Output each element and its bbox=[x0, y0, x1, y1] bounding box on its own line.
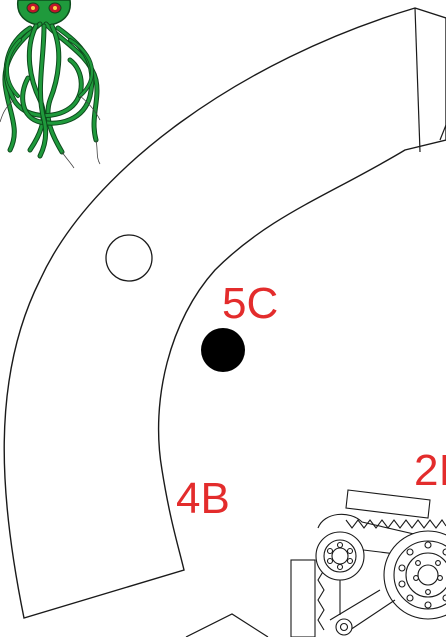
cthulhu-icon bbox=[0, 0, 101, 169]
arc-band-edge bbox=[414, 7, 421, 153]
label-2i: 2I bbox=[414, 446, 446, 495]
filled-hole bbox=[201, 328, 245, 372]
gear-mechanism bbox=[290, 489, 446, 637]
arc-band-edge-right bbox=[439, 124, 446, 141]
arc-band bbox=[3, 7, 446, 619]
label-4b: 4B bbox=[176, 474, 230, 523]
label-5c: 5C bbox=[222, 279, 278, 328]
fragment-edge bbox=[185, 613, 269, 637]
open-hole bbox=[105, 234, 153, 282]
